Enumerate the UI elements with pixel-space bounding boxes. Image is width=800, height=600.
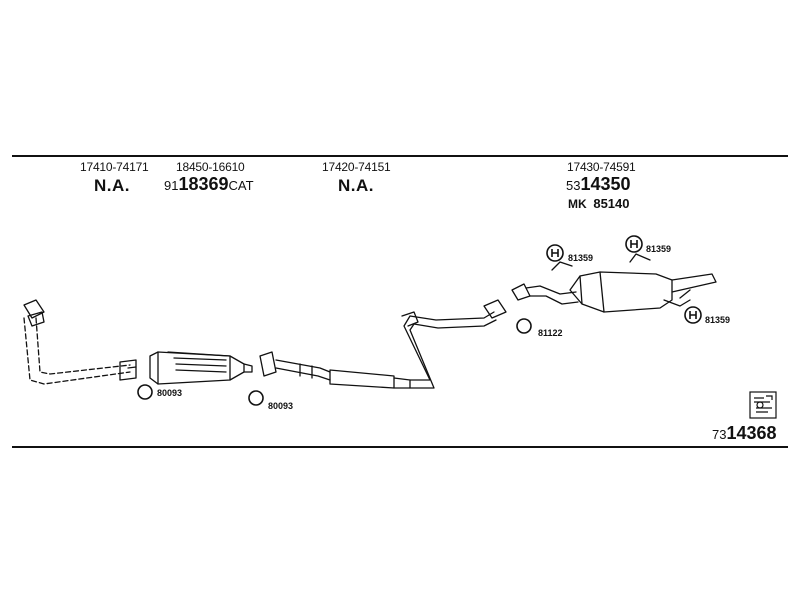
hanger-label-3: 81359 (705, 315, 731, 325)
front-flange (23, 299, 137, 381)
ring-gasket-icon (248, 390, 264, 406)
ring-gasket-icon (516, 318, 532, 334)
code-1: N.A. (94, 176, 130, 195)
part-number-3: 17420-74151 (322, 160, 391, 174)
mk-value: 85140 (593, 196, 630, 211)
gasket-label-3: 81122 (538, 328, 563, 338)
part-number-2: 18450-16610 (176, 160, 245, 174)
ring-gasket-icon (137, 384, 153, 400)
bolt-hanger-icon (546, 244, 564, 262)
catalytic-converter (149, 351, 253, 385)
code-3: N.A. (338, 176, 374, 195)
bolt-hanger-icon (625, 235, 643, 253)
front-pipe (23, 317, 131, 385)
footer-code-prefix: 73 (712, 427, 727, 442)
catalog-logo-icon (749, 391, 777, 419)
mk-code: MK 85140 (568, 196, 630, 211)
hanger-label-1: 81359 (568, 253, 594, 263)
top-rule (12, 155, 788, 157)
intermediate-pipe (401, 299, 507, 389)
code-4: 5314350 (566, 174, 631, 195)
footer-code: 7314368 (712, 423, 777, 444)
hanger-brackets (551, 253, 691, 299)
gasket-label-2: 80093 (268, 401, 294, 411)
code-2: 9118369CAT (164, 174, 254, 195)
footer-code-main: 14368 (726, 423, 777, 443)
mk-label: MK (568, 197, 587, 211)
code-2-main: 18369 (178, 174, 229, 194)
gasket-label-1: 80093 (157, 388, 183, 398)
code-2-prefix: 91 (164, 178, 179, 193)
rear-pipe-muffler (511, 271, 717, 313)
code-2-suffix: CAT (228, 178, 254, 193)
code-4-main: 14350 (580, 174, 631, 194)
code-4-prefix: 53 (566, 178, 581, 193)
mid-pipe (259, 351, 411, 389)
part-number-4: 17430-74591 (567, 160, 636, 174)
bolt-hanger-icon (684, 306, 702, 324)
hanger-label-2: 81359 (646, 244, 672, 254)
part-number-1: 17410-74171 (80, 160, 149, 174)
bottom-rule (12, 446, 788, 448)
